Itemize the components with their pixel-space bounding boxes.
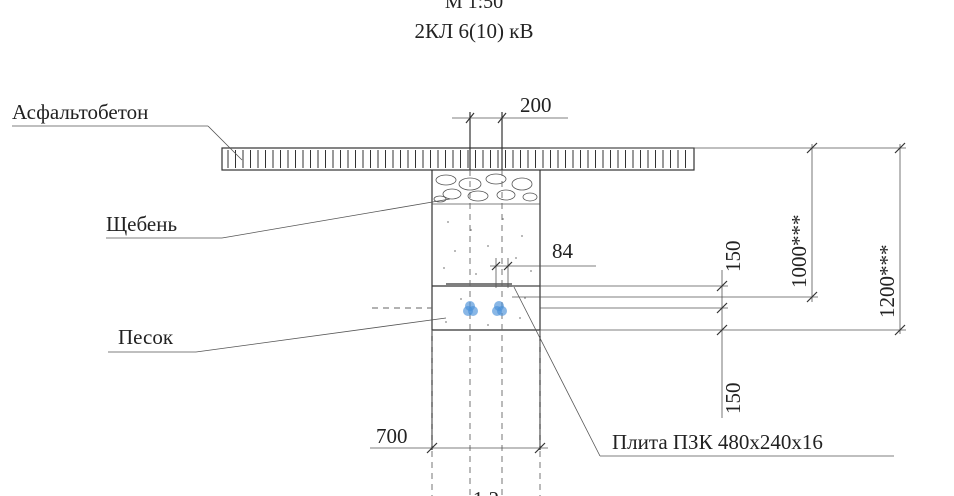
dim-150-upper-label: 150 bbox=[721, 241, 745, 273]
dimension-1200: 1200*** bbox=[875, 142, 906, 336]
dim-700-label: 700 bbox=[376, 424, 408, 448]
trench-walls bbox=[431, 170, 541, 450]
gravel-layer bbox=[432, 173, 540, 205]
dim-84-label: 84 bbox=[552, 239, 574, 263]
axis-lines bbox=[372, 112, 541, 496]
slab-callout: Плита ПЗК 480х240х16 bbox=[513, 286, 894, 457]
dimension-150-lower: 150 bbox=[716, 324, 745, 418]
sand-callout: Песок bbox=[108, 317, 447, 353]
asphalt-label: Асфальтобетон bbox=[12, 100, 148, 124]
asphalt-layer bbox=[221, 147, 695, 171]
gravel-label: Щебень bbox=[106, 212, 177, 236]
gravel-callout: Щебень bbox=[106, 198, 451, 239]
cable-numbers: 1 2 bbox=[473, 487, 499, 496]
dim-200-label: 200 bbox=[520, 93, 552, 117]
cable-1 bbox=[463, 301, 478, 316]
dim-1000-label: 1000*** bbox=[787, 215, 811, 289]
slab-label: Плита ПЗК 480х240х16 bbox=[612, 430, 823, 454]
dimension-84: 84 bbox=[490, 239, 596, 288]
dimension-150-upper: 150 bbox=[716, 241, 745, 334]
dimension-1000: 1000*** bbox=[787, 142, 818, 303]
dimension-200: 200 bbox=[452, 93, 568, 124]
asphalt-callout: Асфальтобетон bbox=[12, 100, 243, 161]
extension-lines bbox=[512, 147, 906, 331]
dimension-700: 700 bbox=[370, 424, 548, 454]
cable-2 bbox=[492, 301, 507, 316]
scale-label: М 1:50 bbox=[445, 0, 503, 13]
sand-fill bbox=[443, 218, 532, 326]
sand-label: Песок bbox=[118, 325, 174, 349]
cable-title: 2КЛ 6(10) кВ bbox=[415, 19, 534, 43]
dim-150-lower-label: 150 bbox=[721, 383, 745, 415]
dim-1200-label: 1200*** bbox=[875, 245, 899, 319]
